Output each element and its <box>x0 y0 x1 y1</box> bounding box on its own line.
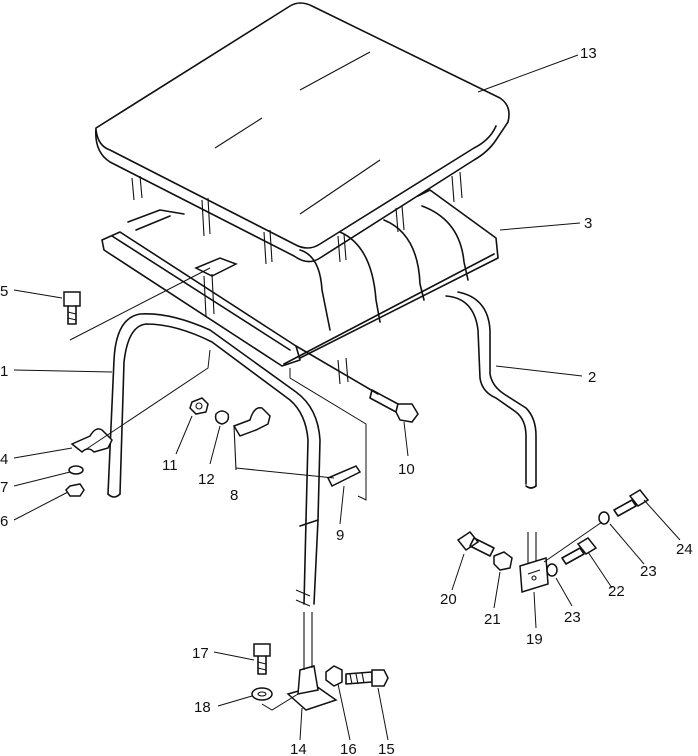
label-part-2: 2 <box>588 369 596 386</box>
washer-12 <box>214 410 230 425</box>
left-support-tube <box>107 313 321 607</box>
label-part-23-lower: 23 <box>564 609 581 626</box>
label-part-20: 20 <box>440 591 457 608</box>
nut-21 <box>493 551 513 571</box>
label-part-16: 16 <box>340 741 357 756</box>
label-part-8: 8 <box>230 487 238 504</box>
bolt-15 <box>345 669 389 687</box>
label-part-15: 15 <box>378 741 395 756</box>
canopy-roof <box>94 2 510 263</box>
washer-23-upper <box>598 511 610 525</box>
nut-6 <box>65 483 85 497</box>
label-part-11: 11 <box>162 457 178 474</box>
bracket-19 <box>519 557 549 593</box>
bolt-24 <box>613 489 650 517</box>
label-part-14: 14 <box>290 741 307 756</box>
washer-18 <box>251 687 273 701</box>
washer-23-lower <box>546 563 558 577</box>
label-part-17: 17 <box>192 645 209 662</box>
washer-7 <box>68 465 84 475</box>
base-mount-14 <box>286 612 338 711</box>
bolt-5 <box>63 291 81 325</box>
label-part-18: 18 <box>194 699 211 716</box>
label-part-24: 24 <box>676 541 693 558</box>
label-part-22: 22 <box>608 583 625 600</box>
label-part-21: 21 <box>484 611 501 628</box>
bolt-17 <box>253 643 271 675</box>
right-support-tube <box>445 291 537 564</box>
label-part-5: 5 <box>0 283 8 300</box>
label-part-6: 6 <box>0 513 8 530</box>
label-part-10: 10 <box>398 461 415 478</box>
bolt-20 <box>456 530 495 557</box>
label-part-23-upper: 23 <box>640 563 657 580</box>
label-part-19: 19 <box>526 631 543 648</box>
label-part-4: 4 <box>0 451 8 468</box>
bolt-22 <box>561 537 598 565</box>
nut-16 <box>325 665 343 687</box>
upper-frame <box>101 171 499 385</box>
label-part-1: 1 <box>0 363 8 380</box>
label-part-12: 12 <box>198 471 215 488</box>
clamp-4 <box>70 428 113 454</box>
plate-9 <box>326 465 362 488</box>
nut-11 <box>189 397 209 415</box>
label-part-3: 3 <box>584 215 592 232</box>
label-part-13: 13 <box>580 45 597 62</box>
bolt-10 <box>295 345 419 423</box>
label-part-7: 7 <box>0 479 8 496</box>
label-part-9: 9 <box>336 527 344 544</box>
clamp-8 <box>232 407 271 471</box>
